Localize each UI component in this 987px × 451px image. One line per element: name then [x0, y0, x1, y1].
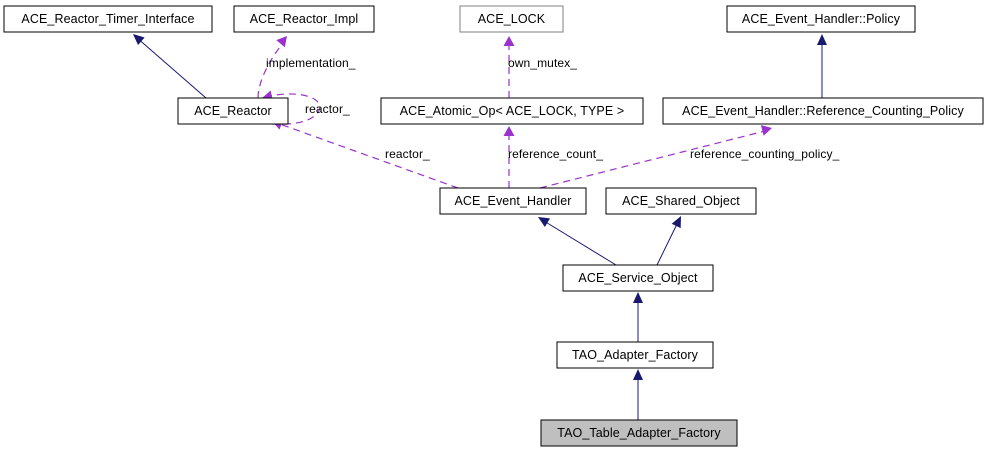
- edge-adapter-factory-to-service-object: [633, 292, 643, 342]
- class-node-box[interactable]: [3, 5, 213, 33]
- association-arrowhead: [760, 125, 772, 136]
- class-node-label: ACE_Reactor_Timer_Interface: [21, 12, 194, 26]
- edge-event-handler-to-atomic-op: [503, 126, 515, 188]
- edge-label-event-handler-to-reactor: reactor_: [385, 147, 430, 161]
- class-node-label: ACE_Shared_Object: [622, 194, 740, 208]
- class-node-adapter_factory[interactable]: TAO_Adapter_Factory: [556, 341, 714, 369]
- class-node-event_handler[interactable]: ACE_Event_Handler: [439, 187, 587, 215]
- edge-atomic-op-to-lock: [503, 36, 515, 98]
- edge-event-handler-to-ref-counting: [539, 125, 772, 189]
- association-arrowhead: [503, 36, 515, 46]
- class-node-label: ACE_Event_Handler: [454, 194, 571, 208]
- inheritance-line: [656, 221, 679, 266]
- edge-label-event-handler-to-ref-counting: reference_counting_policy_: [690, 147, 840, 161]
- class-node-label: ACE_Reactor_Impl: [250, 12, 359, 26]
- association-line: [539, 130, 766, 189]
- arrowhead-triangle: [817, 34, 827, 45]
- association-line: [265, 93, 321, 125]
- class-node-box[interactable]: [726, 5, 916, 33]
- arrowhead-triangle: [276, 36, 287, 48]
- edge-label-reactor-to-reactor-impl: implementation_: [266, 56, 356, 70]
- inheritance-arrowhead: [633, 369, 643, 380]
- class-node-ref_counting_policy[interactable]: ACE_Event_Handler::Reference_Counting_Po…: [662, 97, 984, 125]
- class-node-label: ACE_Event_Handler::Reference_Counting_Po…: [682, 104, 964, 118]
- edge-policy-to-ref-counting: [817, 34, 827, 98]
- class-node-box[interactable]: [562, 264, 714, 292]
- class-node-box[interactable]: [233, 5, 375, 33]
- edge-label-reactor-self-reactor: reactor_: [305, 102, 350, 116]
- class-node-box[interactable]: [380, 97, 644, 125]
- class-node-box[interactable]: [662, 97, 984, 125]
- edge-service-object-to-shared-object: [656, 216, 681, 266]
- inheritance-arrowhead: [133, 34, 145, 45]
- class-node-shared_object[interactable]: ACE_Shared_Object: [605, 187, 757, 215]
- arrowhead-triangle: [133, 34, 145, 45]
- class-node-table_adapter_factory[interactable]: TAO_Table_Adapter_Factory: [540, 419, 738, 447]
- class-node-ace_lock[interactable]: ACE_LOCK: [459, 5, 564, 33]
- inheritance-arrowhead: [817, 34, 827, 45]
- inheritance-line: [543, 220, 617, 266]
- class-node-box[interactable]: [540, 419, 738, 447]
- inheritance-line: [135, 36, 207, 99]
- class-node-label: ACE_Atomic_Op< ACE_LOCK, TYPE >: [400, 104, 625, 118]
- edge-labels-layer: implementation_ reactor_ reactor_ own_mutex…: [266, 56, 840, 161]
- class-node-box[interactable]: [459, 5, 564, 33]
- class-node-label: ACE_LOCK: [478, 12, 546, 26]
- arrowhead-triangle: [633, 292, 643, 303]
- inheritance-arrowhead: [671, 216, 681, 229]
- edges-layer: [133, 34, 827, 420]
- class-node-box[interactable]: [439, 187, 587, 215]
- edge-label-event-handler-to-atomic-op: reference_count_: [508, 147, 603, 161]
- class-node-reactor_impl[interactable]: ACE_Reactor_Impl: [233, 5, 375, 33]
- arrowhead-triangle: [671, 216, 681, 229]
- class-node-ace_reactor[interactable]: ACE_Reactor: [177, 97, 289, 125]
- edge-label-atomic-op-to-lock: own_mutex_: [508, 56, 577, 70]
- edge-service-object-to-event-handler: [538, 217, 617, 266]
- class-node-box[interactable]: [556, 341, 714, 369]
- class-node-service_object[interactable]: ACE_Service_Object: [562, 264, 714, 292]
- arrowhead-triangle: [538, 217, 551, 227]
- arrowhead-triangle: [503, 126, 515, 136]
- association-line: [257, 41, 285, 99]
- class-node-label: TAO_Table_Adapter_Factory: [557, 426, 721, 440]
- arrowhead-triangle: [503, 36, 515, 46]
- class-node-box[interactable]: [605, 187, 757, 215]
- edge-reactor-to-reactor-impl: [257, 36, 287, 99]
- edge-reactor-to-timer-interface: [133, 34, 207, 99]
- edge-table-adapter-to-adapter-factory: [633, 369, 643, 420]
- class-node-eh_policy[interactable]: ACE_Event_Handler::Policy: [726, 5, 916, 33]
- association-line: [276, 122, 459, 189]
- inheritance-arrowhead: [538, 217, 551, 227]
- association-arrowhead: [503, 126, 515, 136]
- class-node-atomic_op[interactable]: ACE_Atomic_Op< ACE_LOCK, TYPE >: [380, 97, 644, 125]
- class-node-label: TAO_Adapter_Factory: [572, 348, 699, 362]
- association-arrowhead: [276, 36, 287, 48]
- nodes-layer: ACE_Reactor_Timer_Interface ACE_Reactor_I…: [3, 5, 984, 447]
- class-node-label: ACE_Reactor: [194, 104, 272, 118]
- class-node-reactor_timer_interface[interactable]: ACE_Reactor_Timer_Interface: [3, 5, 213, 33]
- inheritance-arrowhead: [633, 292, 643, 303]
- class-node-box[interactable]: [177, 97, 289, 125]
- arrowhead-triangle: [633, 369, 643, 380]
- class-node-label: ACE_Event_Handler::Policy: [742, 12, 901, 26]
- arrowhead-triangle: [760, 125, 772, 136]
- class-node-label: ACE_Service_Object: [578, 271, 698, 285]
